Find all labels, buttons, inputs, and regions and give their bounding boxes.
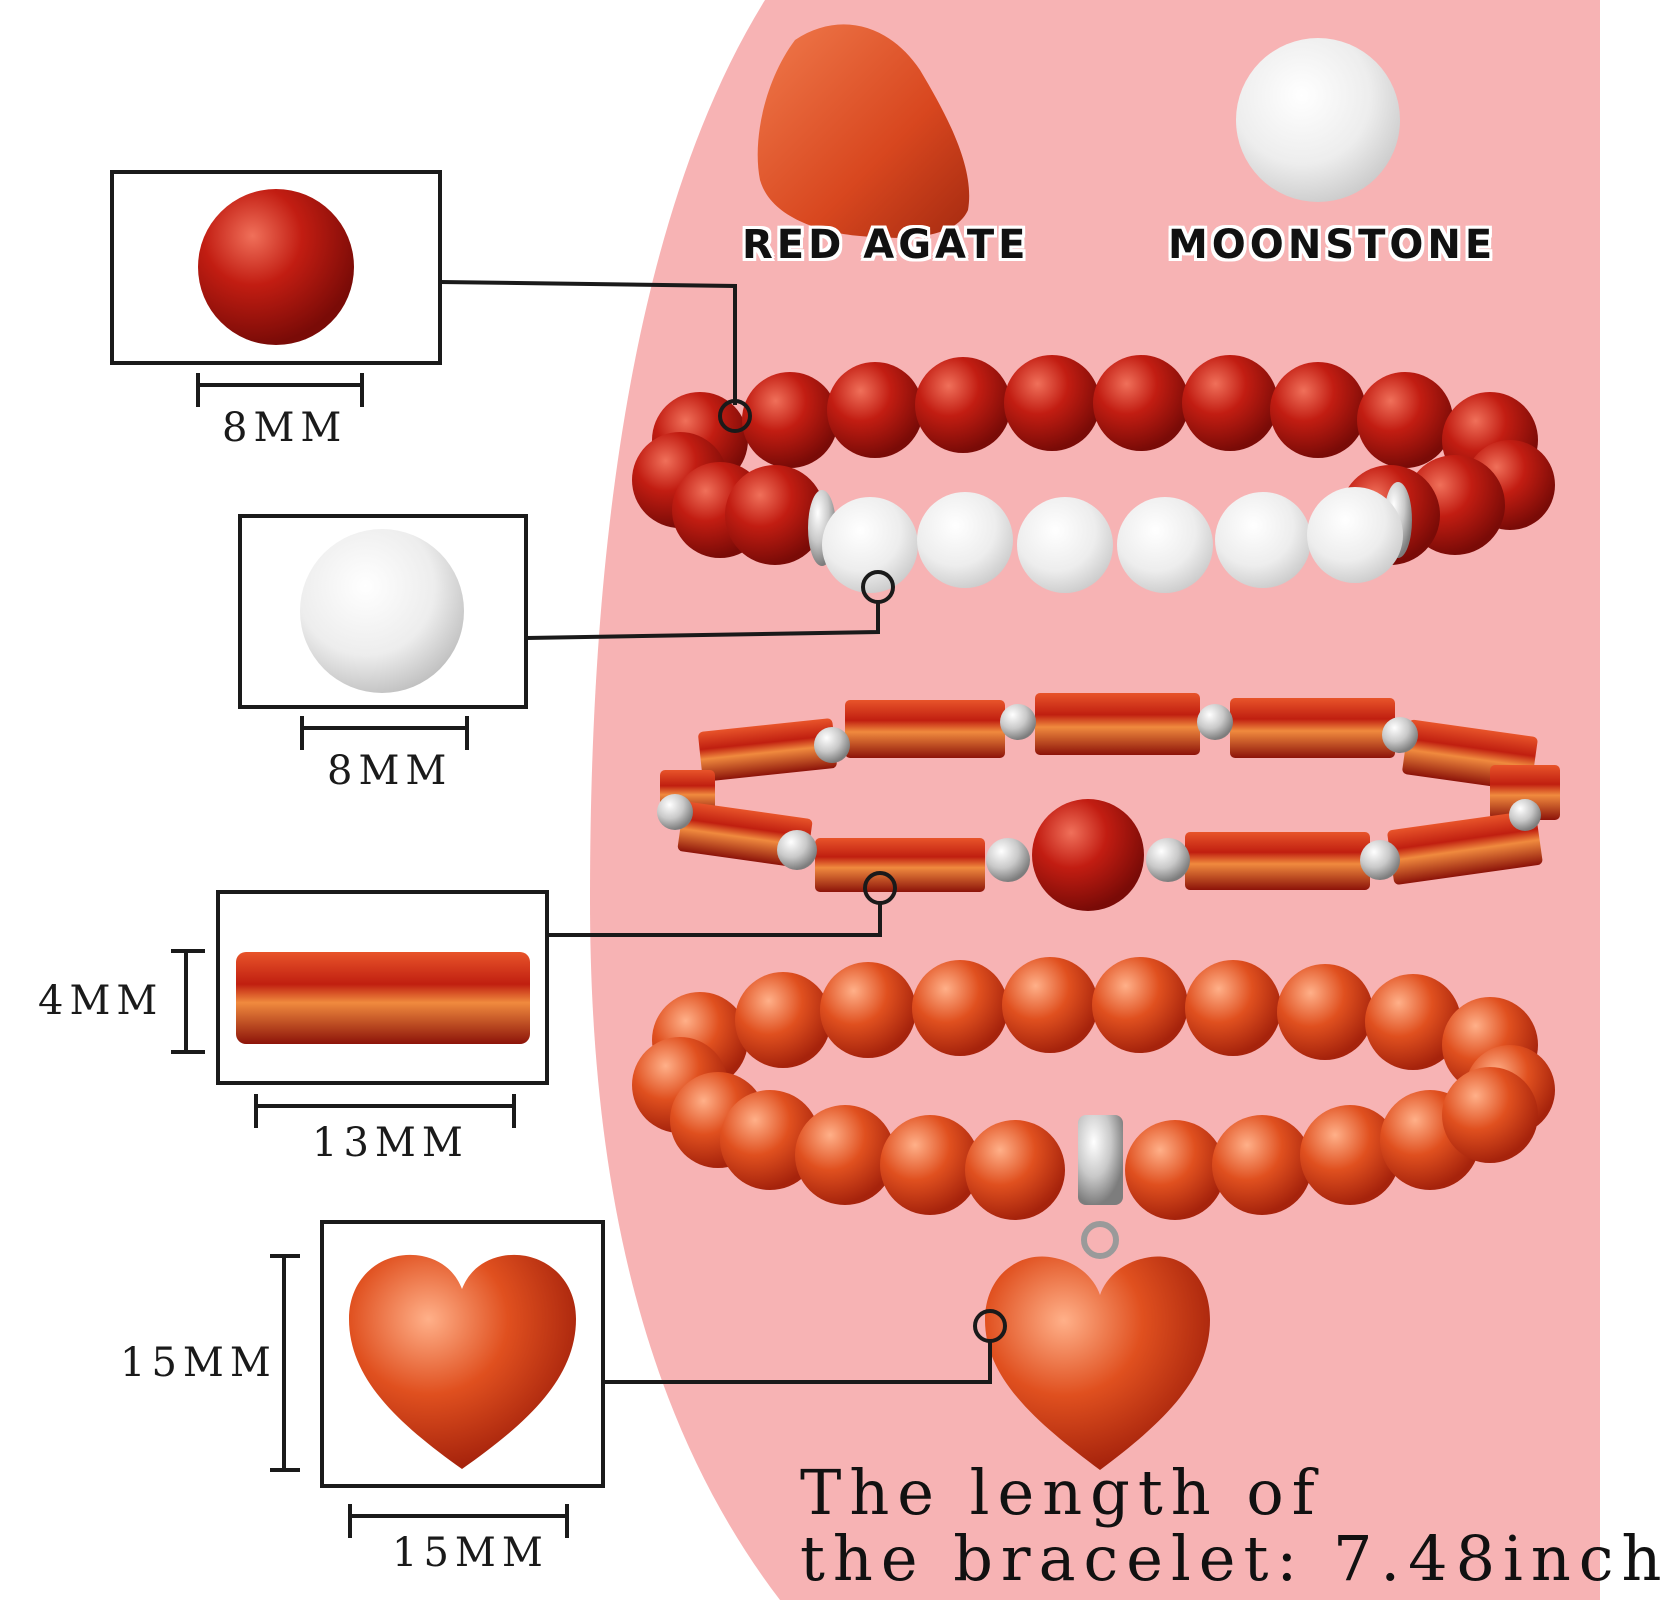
moonstone-sphere-icon	[1236, 38, 1400, 202]
tube-length-label: 13MM	[312, 1120, 469, 1166]
moonstone-label: MOONSTONE	[1168, 222, 1497, 268]
heart-height-label: 15MM	[120, 1340, 277, 1386]
bracelet-agate-tubes	[657, 693, 1560, 911]
red-agate-stone-icon	[757, 24, 970, 238]
bracelet-agate-heart	[632, 957, 1555, 1470]
red-bead-diameter-label: 8MM	[222, 405, 348, 451]
heart-width-label: 15MM	[392, 1530, 549, 1576]
red-bead-detail-box	[110, 170, 442, 365]
tube-bead-detail-box	[216, 890, 549, 1085]
bracelet-length-line2: the bracelet: 7.48inch	[800, 1522, 1669, 1595]
moonstone-bead-diameter-label: 8MM	[327, 748, 453, 794]
tube-height-label: 4MM	[38, 978, 164, 1024]
bracelet-length-line1: The length of	[800, 1456, 1323, 1529]
moonstone-bead-icon	[300, 529, 464, 693]
heart-icon	[349, 1254, 576, 1469]
bracelet-illustration	[171, 0, 1600, 1600]
moonstone-bead-detail-box	[238, 514, 528, 709]
heart-pendant-icon	[985, 1256, 1210, 1470]
red-bead-icon	[198, 189, 354, 345]
bracelet-length-text: The length of the bracelet: 7.48inch	[800, 1460, 1669, 1592]
product-infographic: RED AGATE MOONSTONE 8MM 8MM 4MM 13MM 15M…	[38, 0, 1661, 1600]
red-agate-label: RED AGATE	[742, 222, 1030, 268]
bracelet-agate-moonstone	[632, 355, 1555, 593]
tube-bead-icon	[236, 952, 530, 1044]
heart-pendant-detail-box	[320, 1220, 605, 1488]
